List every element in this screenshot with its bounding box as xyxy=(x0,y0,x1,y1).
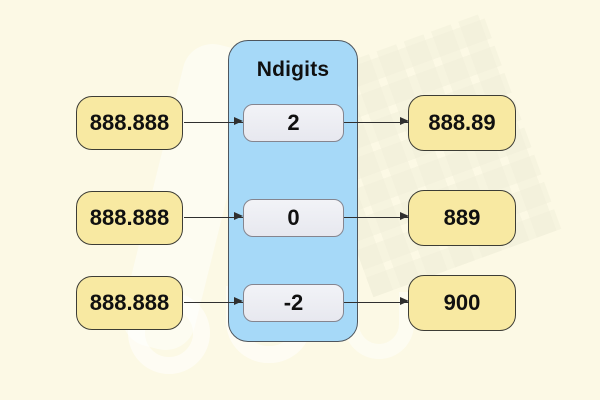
arrow-input-to-ndigits xyxy=(184,297,243,306)
ndigits-value-box: 2 xyxy=(243,104,344,142)
ndigits-panel-title: Ndigits xyxy=(256,58,330,81)
output-value-box: 888.89 xyxy=(408,95,516,151)
input-value-box: 888.888 xyxy=(76,191,183,245)
output-value-box: 900 xyxy=(408,275,516,331)
output-value-box: 889 xyxy=(408,190,516,246)
arrow-input-to-ndigits xyxy=(184,212,243,221)
ndigits-value-box: -2 xyxy=(243,284,344,322)
arrow-ndigits-to-output xyxy=(344,212,409,221)
arrow-input-to-ndigits xyxy=(184,117,243,126)
arrow-ndigits-to-output xyxy=(344,117,409,126)
ndigits-value-box: 0 xyxy=(243,199,344,237)
input-value-box: 888.888 xyxy=(76,276,183,330)
input-value-box: 888.888 xyxy=(76,96,183,150)
arrow-ndigits-to-output xyxy=(344,297,409,306)
